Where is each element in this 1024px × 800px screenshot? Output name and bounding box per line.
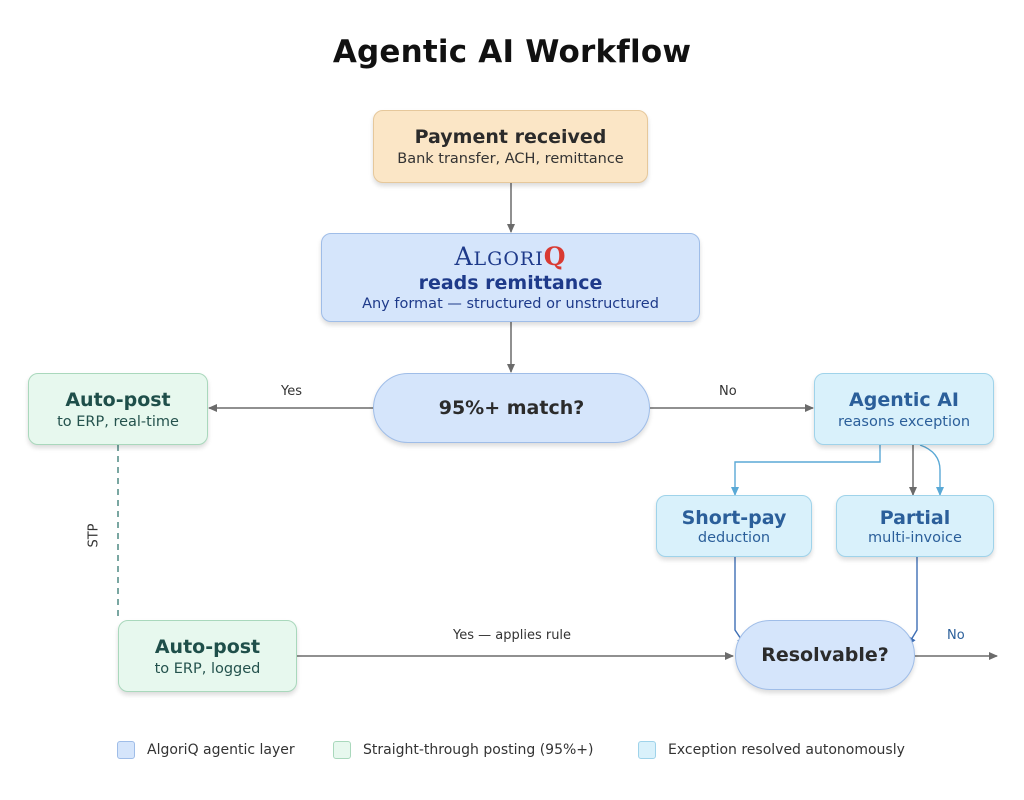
legend-label-exception: Exception resolved autonomously [668, 742, 905, 758]
decision-label: 95%+ match? [438, 397, 585, 419]
decision-label: Resolvable? [761, 644, 889, 666]
node-title: reads remittance [418, 271, 603, 294]
logo-q-mark: Q [543, 241, 567, 271]
node-title: Payment received [414, 126, 607, 148]
node-autopost-logged: Auto-post to ERP, logged [118, 620, 297, 692]
logo-text-main: ALGORI [454, 241, 544, 271]
node-subtitle: to ERP, real-time [57, 413, 179, 430]
decision-resolvable: Resolvable? [735, 620, 915, 690]
legend-swatch-exception [638, 741, 656, 759]
arrow-agentic-to-partial-alt [919, 444, 944, 496]
arrow-agentic-to-shortpay [731, 445, 881, 496]
edge-label-no-right: No [947, 628, 965, 643]
legend-label-stp: Straight-through posting (95%+) [363, 742, 594, 758]
arrow-partial-to-resolvable [907, 557, 918, 646]
node-title: Auto-post [65, 388, 171, 411]
legend-label-agentic: AlgoriQ agentic layer [147, 742, 295, 758]
edge-label-no: No [719, 384, 737, 399]
node-agentic-ai: Agentic AI reasons exception [814, 373, 994, 445]
node-subtitle: multi-invoice [868, 529, 962, 546]
node-subtitle: deduction [697, 529, 771, 546]
node-short-pay: Short-pay deduction [656, 495, 812, 557]
node-partial: Partial multi-invoice [836, 495, 994, 557]
node-title: Short-pay [681, 506, 787, 529]
edge-label-stp: STP [86, 523, 102, 548]
edge-label-yes: Yes [281, 384, 302, 399]
edge-label-applies-rule: Yes — applies rule [453, 628, 572, 643]
diagram-title: Agentic AI Workflow [332, 34, 692, 70]
node-title: Auto-post [154, 635, 261, 658]
algoriq-logo: ALGORIQ [454, 244, 566, 269]
legend-swatch-stp [333, 741, 351, 759]
node-subtitle: Bank transfer, ACH, remittance [397, 151, 624, 167]
node-subtitle: to ERP, logged [154, 660, 261, 677]
node-title: Partial [879, 506, 951, 529]
node-title: Agentic AI [849, 388, 959, 411]
node-payment-received: Payment received Bank transfer, ACH, rem… [373, 110, 648, 183]
node-subtitle: reasons exception [837, 413, 971, 430]
decision-match: 95%+ match? [373, 373, 650, 443]
node-subtitle: Any format — structured or unstructured [362, 295, 659, 312]
legend-swatch-agentic [117, 741, 135, 759]
node-algoriq-reads: ALGORIQ reads remittance Any format — st… [321, 233, 700, 322]
node-autopost-realtime: Auto-post to ERP, real-time [28, 373, 208, 445]
